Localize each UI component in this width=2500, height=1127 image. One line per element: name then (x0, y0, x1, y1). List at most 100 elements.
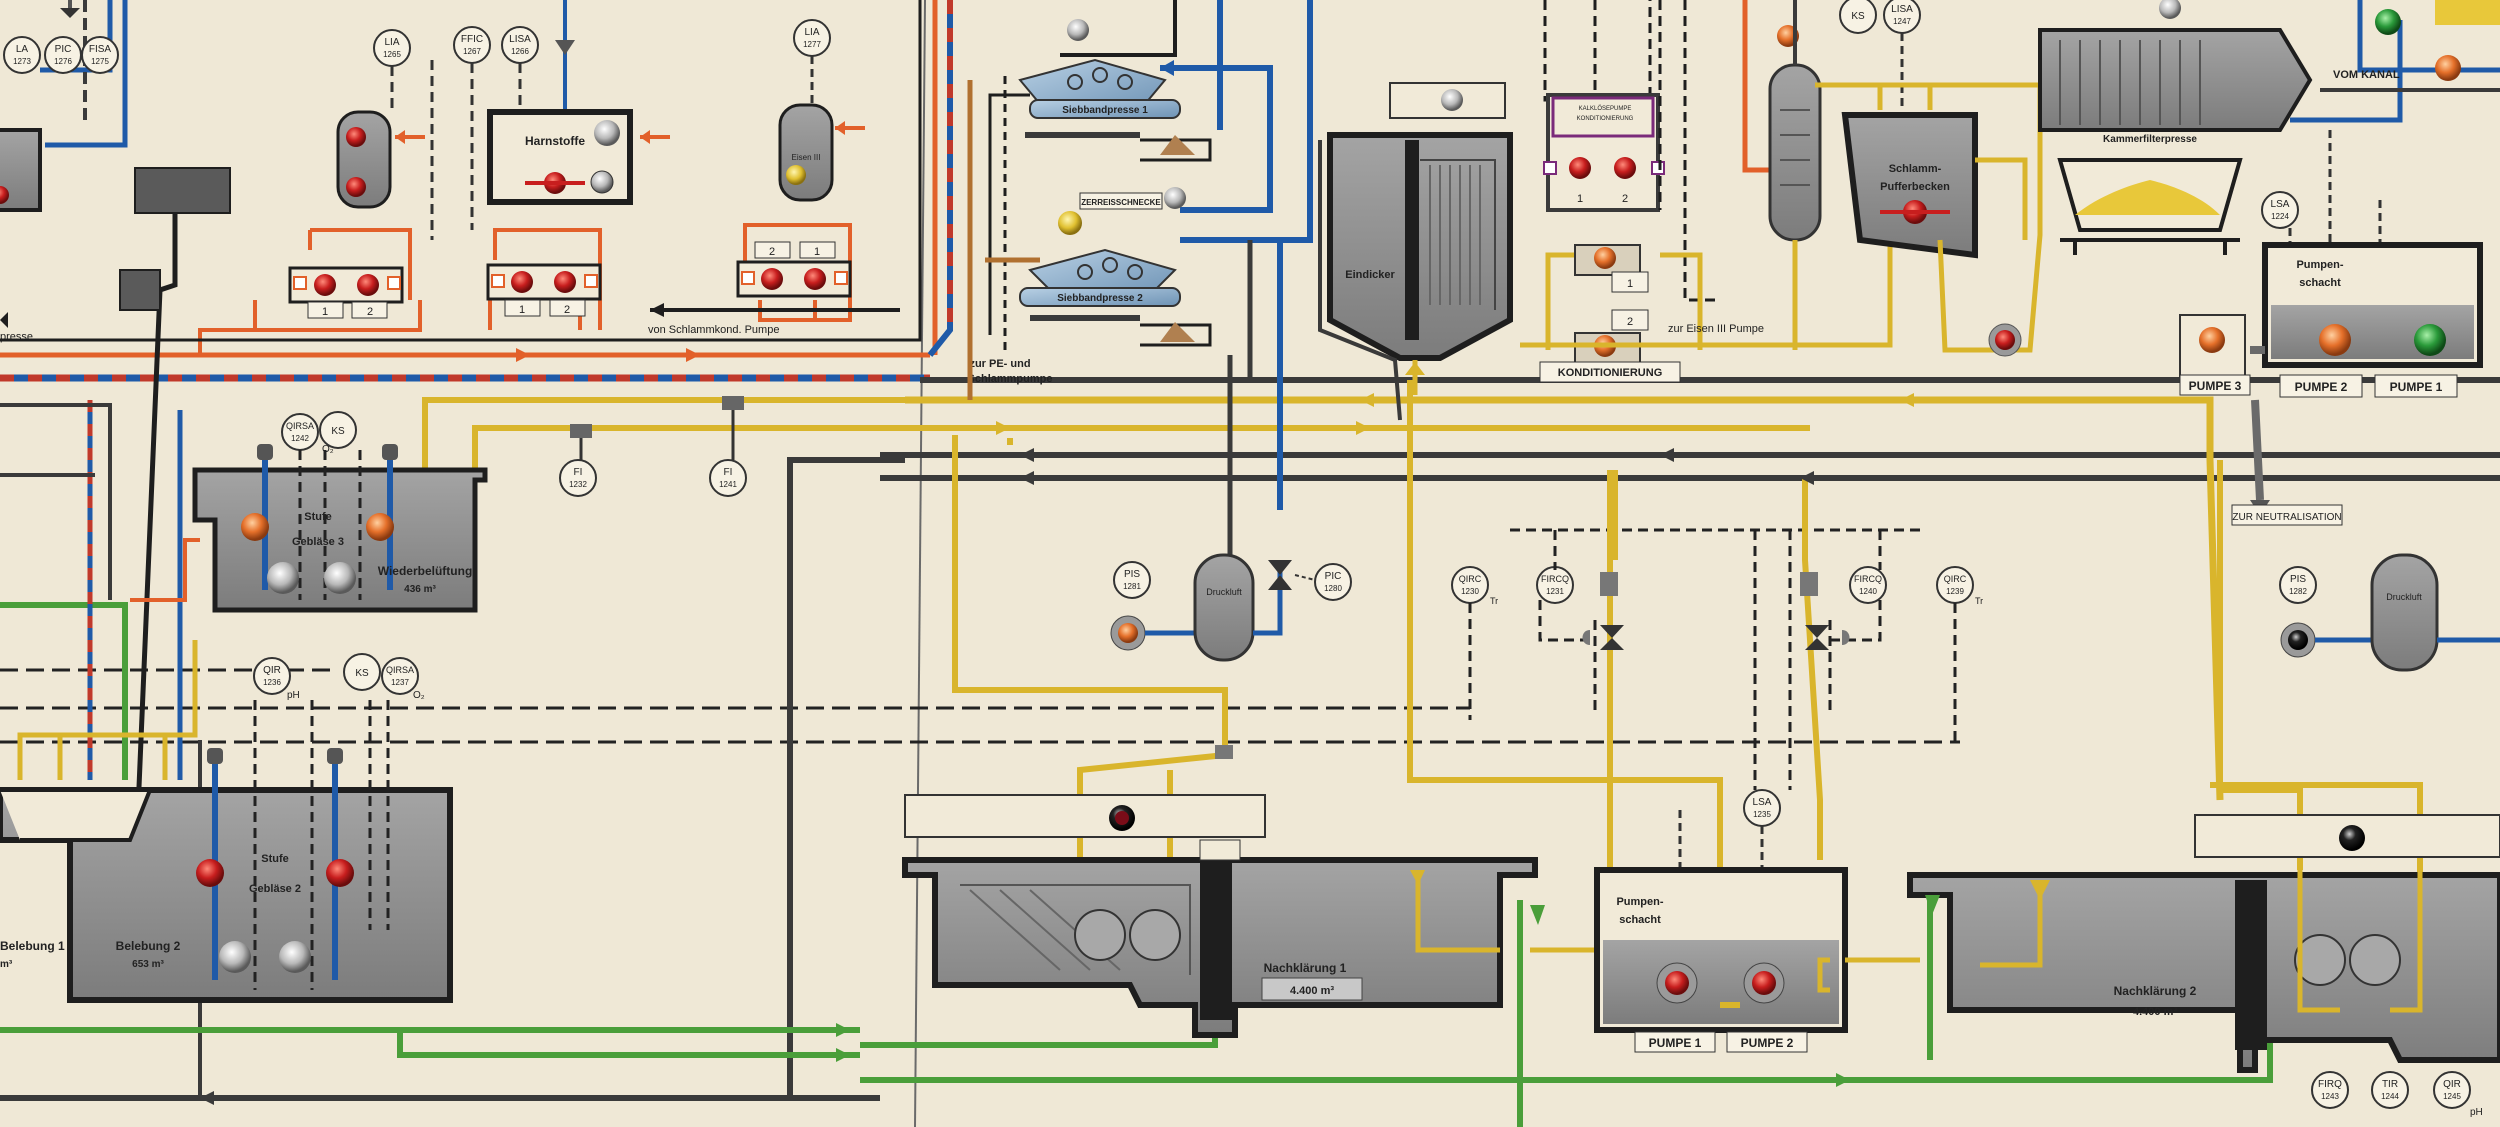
instrument-pic1276: PIC 1276 (44, 36, 82, 74)
svg-text:PUMPE 3: PUMPE 3 (2189, 379, 2242, 393)
svg-text:1: 1 (814, 246, 820, 258)
svg-text:PUMPE 2: PUMPE 2 (2295, 380, 2348, 394)
pumpe-1-label: PUMPE 1 (2374, 374, 2458, 398)
svg-text:KS: KS (355, 668, 369, 679)
svg-text:zur PE- und: zur PE- und (969, 358, 1030, 370)
svg-text:KS: KS (331, 426, 345, 437)
pumpenschacht-right: Pumpen- schacht (2262, 242, 2483, 368)
svg-text:Gebläse 2: Gebläse 2 (249, 883, 301, 895)
svg-text:Kammerfilterpresse: Kammerfilterpresse (2103, 134, 2197, 145)
svg-text:ZERREISSCHNECKE: ZERREISSCHNECKE (1081, 198, 1161, 207)
svg-text:1276: 1276 (54, 57, 72, 66)
svg-text:1245: 1245 (2443, 1092, 2461, 1101)
instrument-qirsa1242: QIRSA 1242 (281, 413, 319, 451)
svg-text:653 m³: 653 m³ (132, 959, 164, 970)
svg-text:1230: 1230 (1461, 587, 1479, 596)
svg-text:PIS: PIS (2290, 574, 2306, 585)
svg-text:Eindicker: Eindicker (1345, 269, 1395, 281)
svg-text:4.400 m³: 4.400 m³ (1290, 985, 1334, 997)
svg-text:PUMPE 1: PUMPE 1 (1649, 1036, 1702, 1050)
schlamm-pufferbecken: Schlamm- Pufferbecken (1841, 112, 1978, 259)
svg-text:KONDITIONIERUNG: KONDITIONIERUNG (1577, 116, 1634, 122)
svg-text:FIRCQ: FIRCQ (1854, 574, 1882, 584)
pump-group-harnstoff-2: 1 2 (486, 263, 602, 317)
svg-text:Stufe: Stufe (261, 853, 289, 865)
svg-text:1280: 1280 (1324, 584, 1342, 593)
svg-text:2: 2 (1627, 316, 1633, 328)
instrument-lisa1247: LISA 1247 (1883, 0, 1921, 34)
pumpe-2-mid-label: PUMPE 2 (1726, 1031, 1808, 1053)
svg-text:1242: 1242 (291, 434, 309, 443)
konditionierung-pumps: 1 2 (1574, 244, 1649, 364)
svg-text:1241: 1241 (719, 480, 737, 489)
svg-text:O₂: O₂ (413, 690, 425, 701)
svg-text:2: 2 (564, 304, 570, 316)
svg-text:LISA: LISA (509, 34, 531, 45)
instrument-lsa1224: LSA 1224 (2261, 191, 2299, 229)
svg-text:KS: KS (1851, 11, 1865, 22)
konditionierung-label: KONDITIONIERUNG (1539, 361, 1681, 383)
svg-text:TIR: TIR (2382, 1079, 2398, 1090)
svg-text:QIRC: QIRC (1944, 574, 1967, 584)
svg-text:O₂: O₂ (322, 444, 334, 455)
pumpe-2-label: PUMPE 2 (2279, 374, 2363, 398)
instrument-lia1277: LIA 1277 (793, 19, 831, 57)
svg-text:PIS: PIS (1124, 569, 1140, 580)
svg-text:Schlamm-: Schlamm- (1889, 163, 1942, 175)
svg-text:4.400 m³: 4.400 m³ (2133, 1006, 2177, 1018)
svg-text:Pufferbecken: Pufferbecken (1880, 181, 1950, 193)
instrument-ks-schlamm: KS (1839, 0, 1877, 34)
instrument-pis1281: PIS 1281 (1113, 561, 1151, 599)
instrument-qir1236: QIR 1236 (253, 657, 291, 695)
svg-text:1: 1 (1627, 278, 1633, 290)
instrument-lsa1235: LSA 1235 (1743, 789, 1781, 827)
svg-text:QIRSA: QIRSA (386, 665, 414, 675)
svg-text:1244: 1244 (2381, 1092, 2399, 1101)
svg-text:LSA: LSA (2271, 199, 2290, 210)
svg-text:PIC: PIC (55, 44, 72, 55)
svg-text:Siebbandpresse 1: Siebbandpresse 1 (1062, 105, 1148, 116)
svg-text:Siebbandpresse 2: Siebbandpresse 2 (1057, 293, 1143, 304)
svg-text:1237: 1237 (391, 678, 409, 687)
svg-text:FFIC: FFIC (461, 34, 483, 45)
instrument-pis1282: PIS 1282 (2279, 566, 2317, 604)
svg-text:1224: 1224 (2271, 212, 2289, 221)
svg-text:FI: FI (574, 467, 583, 478)
instrument-fircq1240: FIRCQ 1240 (1849, 566, 1887, 604)
svg-text:Stufe: Stufe (304, 511, 332, 523)
eisen-label: Eisen III (792, 153, 821, 162)
eisen-pumpe-label: zur Eisen III Pumpe (1668, 323, 1764, 335)
svg-text:QIRSA: QIRSA (286, 421, 314, 431)
svg-text:1231: 1231 (1546, 587, 1564, 596)
kammerfilterpresse: Kammerfilterpresse (2038, 28, 2313, 145)
svg-text:schacht: schacht (2299, 277, 2341, 289)
instrument-fi1241: FI 1241 (709, 459, 747, 497)
svg-text:schacht: schacht (1619, 914, 1661, 926)
svg-text:1277: 1277 (803, 40, 821, 49)
instrument-qirc1230: QIRC 1230 (1451, 566, 1489, 604)
instrument-fisa1275: FISA 1275 (81, 36, 119, 74)
svg-text:QIRC: QIRC (1459, 574, 1482, 584)
svg-text:Nachklärung 2: Nachklärung 2 (2114, 984, 2197, 998)
svg-text:1239: 1239 (1946, 587, 1964, 596)
svg-text:1282: 1282 (2289, 587, 2307, 596)
svg-text:2: 2 (769, 246, 775, 258)
svg-text:PUMPE 2: PUMPE 2 (1741, 1036, 1794, 1050)
svg-text:KALKLÖSEPUMPE: KALKLÖSEPUMPE (1579, 105, 1632, 112)
svg-text:1: 1 (1577, 193, 1583, 205)
svg-text:1: 1 (519, 304, 525, 316)
svg-text:Tr: Tr (1975, 596, 1983, 606)
svg-text:m³: m³ (0, 959, 13, 970)
von-schlamm-label: von Schlammkond. Pumpe (648, 324, 779, 336)
belebung2-label: Belebung 2 (116, 939, 181, 953)
svg-text:FIRQ: FIRQ (2318, 1079, 2342, 1090)
svg-text:2: 2 (1622, 193, 1628, 205)
svg-text:Gebläse 3: Gebläse 3 (292, 536, 344, 548)
svg-text:LIA: LIA (384, 37, 399, 48)
svg-text:Pumpen-: Pumpen- (1616, 896, 1663, 908)
instrument-ffic1267: FFIC 1267 (453, 26, 491, 64)
svg-text:2: 2 (367, 306, 373, 318)
svg-text:1240: 1240 (1859, 587, 1877, 596)
